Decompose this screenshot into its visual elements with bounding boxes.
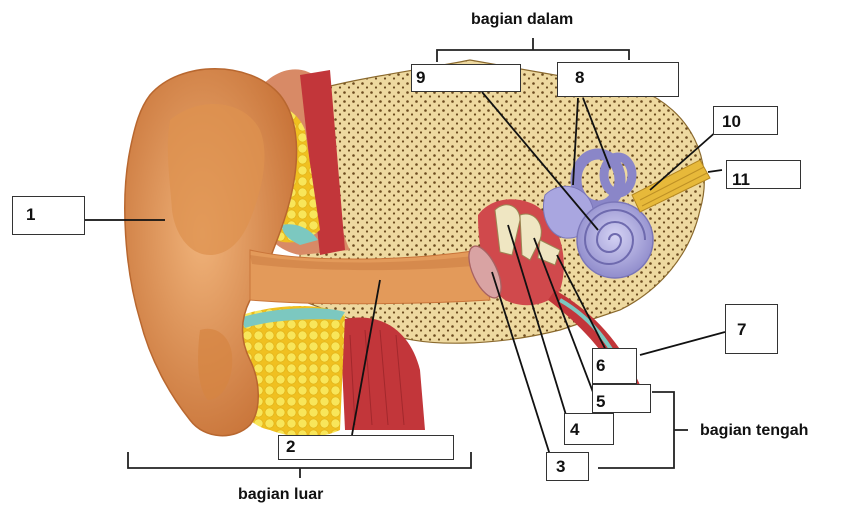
eardrum bbox=[468, 245, 502, 299]
label-box-6[interactable] bbox=[592, 348, 637, 384]
label-box-1[interactable] bbox=[12, 196, 85, 235]
muscle-lower bbox=[340, 317, 425, 430]
label-number-7: 7 bbox=[737, 320, 747, 339]
label-number-9: 9 bbox=[416, 68, 426, 87]
label-number-8: 8 bbox=[575, 68, 585, 87]
label-box-5[interactable] bbox=[592, 384, 651, 413]
cochlea-spiral bbox=[583, 209, 646, 265]
pinna-fold bbox=[167, 103, 265, 256]
label-number-6: 6 bbox=[596, 356, 606, 375]
label-box-11[interactable] bbox=[726, 160, 801, 189]
label-number-3: 3 bbox=[556, 457, 566, 476]
label-box-3[interactable] bbox=[546, 452, 589, 481]
label-box-8[interactable] bbox=[557, 62, 679, 97]
label-number-4: 4 bbox=[570, 420, 580, 439]
label-box-4[interactable] bbox=[564, 413, 614, 445]
group-label-outer: bagian luar bbox=[238, 486, 324, 503]
label-box-2[interactable] bbox=[278, 435, 454, 460]
group-label-inner: bagian dalam bbox=[471, 11, 574, 28]
label-number-10: 10 bbox=[722, 112, 741, 131]
ear-canal-shade bbox=[250, 255, 484, 271]
fat-lower bbox=[230, 305, 345, 437]
muscle-upper bbox=[300, 70, 345, 255]
label-box-7[interactable] bbox=[725, 304, 778, 354]
cartilage-upper-2 bbox=[282, 224, 318, 245]
label-box-9[interactable] bbox=[411, 64, 521, 92]
incus bbox=[519, 213, 542, 261]
label-box-10[interactable] bbox=[713, 106, 778, 135]
auditory-nerve bbox=[631, 159, 711, 213]
label-number-5: 5 bbox=[596, 392, 606, 411]
earlobe-fold bbox=[198, 328, 233, 400]
label-number-1: 1 bbox=[26, 205, 36, 224]
bracket-lines bbox=[127, 38, 688, 478]
group-label-middle: bagian tengah bbox=[700, 422, 809, 439]
label-number-11: 11 bbox=[732, 170, 750, 189]
cartilage-lower bbox=[240, 308, 345, 328]
label-number-2: 2 bbox=[286, 437, 296, 456]
cochlea bbox=[576, 201, 654, 279]
